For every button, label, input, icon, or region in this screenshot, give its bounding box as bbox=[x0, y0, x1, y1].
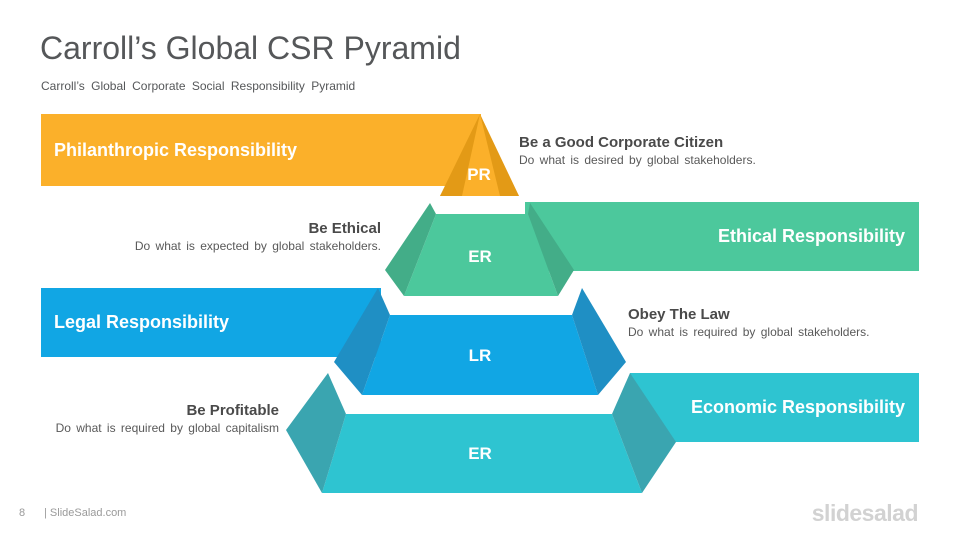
pyramid-tier-er-ethical bbox=[385, 203, 574, 296]
footer-source: | SlideSalad.com bbox=[44, 507, 127, 519]
desc-heading-ethical: Be Ethical bbox=[308, 220, 381, 237]
slide-subtitle: Carroll’s Global Corporate Social Respon… bbox=[41, 79, 356, 93]
band-label-ethical: Ethical Responsibility bbox=[717, 226, 905, 246]
desc-ethical: Be Ethical Do what is expected by global… bbox=[135, 220, 381, 254]
band-economic: Economic Responsibility bbox=[630, 373, 919, 442]
slidesalad-logo: slidesalad bbox=[811, 500, 919, 526]
desc-philanthropic: Be a Good Corporate Citizen Do what is d… bbox=[519, 134, 756, 168]
tier-abbr-lr: LR bbox=[468, 346, 492, 365]
desc-text-ethical: Do what is expected by global stakeholde… bbox=[134, 239, 381, 253]
desc-economic: Be Profitable Do what is required by glo… bbox=[56, 402, 279, 436]
tier-abbr-er-economic: ER bbox=[468, 444, 492, 463]
desc-text-philanthropic: Do what is desired by global stakeholder… bbox=[519, 153, 756, 167]
band-label-legal: Legal Responsibility bbox=[54, 312, 230, 332]
pyramid-tier-er-economic bbox=[286, 373, 676, 493]
slide-title: Carroll’s Global CSR Pyramid bbox=[40, 30, 461, 66]
desc-heading-legal: Obey The Law bbox=[628, 306, 730, 323]
pyramid-tier-pr bbox=[440, 114, 519, 196]
desc-text-economic: Do what is required by global capitalism bbox=[55, 421, 279, 435]
tier-abbr-pr: PR bbox=[467, 165, 491, 184]
band-legal: Legal Responsibility bbox=[41, 288, 381, 357]
band-label-philanthropic: Philanthropic Responsibility bbox=[54, 139, 298, 160]
tier-abbr-er-ethical: ER bbox=[468, 247, 492, 266]
desc-heading-philanthropic: Be a Good Corporate Citizen bbox=[519, 134, 724, 151]
page-number: 8 bbox=[19, 507, 26, 519]
band-label-economic: Economic Responsibility bbox=[690, 397, 905, 417]
band-ethical: Ethical Responsibility bbox=[525, 202, 919, 271]
desc-heading-economic: Be Profitable bbox=[186, 402, 279, 419]
desc-legal: Obey The Law Do what is required by glob… bbox=[628, 306, 869, 340]
desc-text-legal: Do what is required by global stakeholde… bbox=[628, 325, 870, 339]
pyramid-tier-lr bbox=[334, 288, 626, 395]
band-philanthropic: Philanthropic Responsibility bbox=[41, 114, 481, 186]
